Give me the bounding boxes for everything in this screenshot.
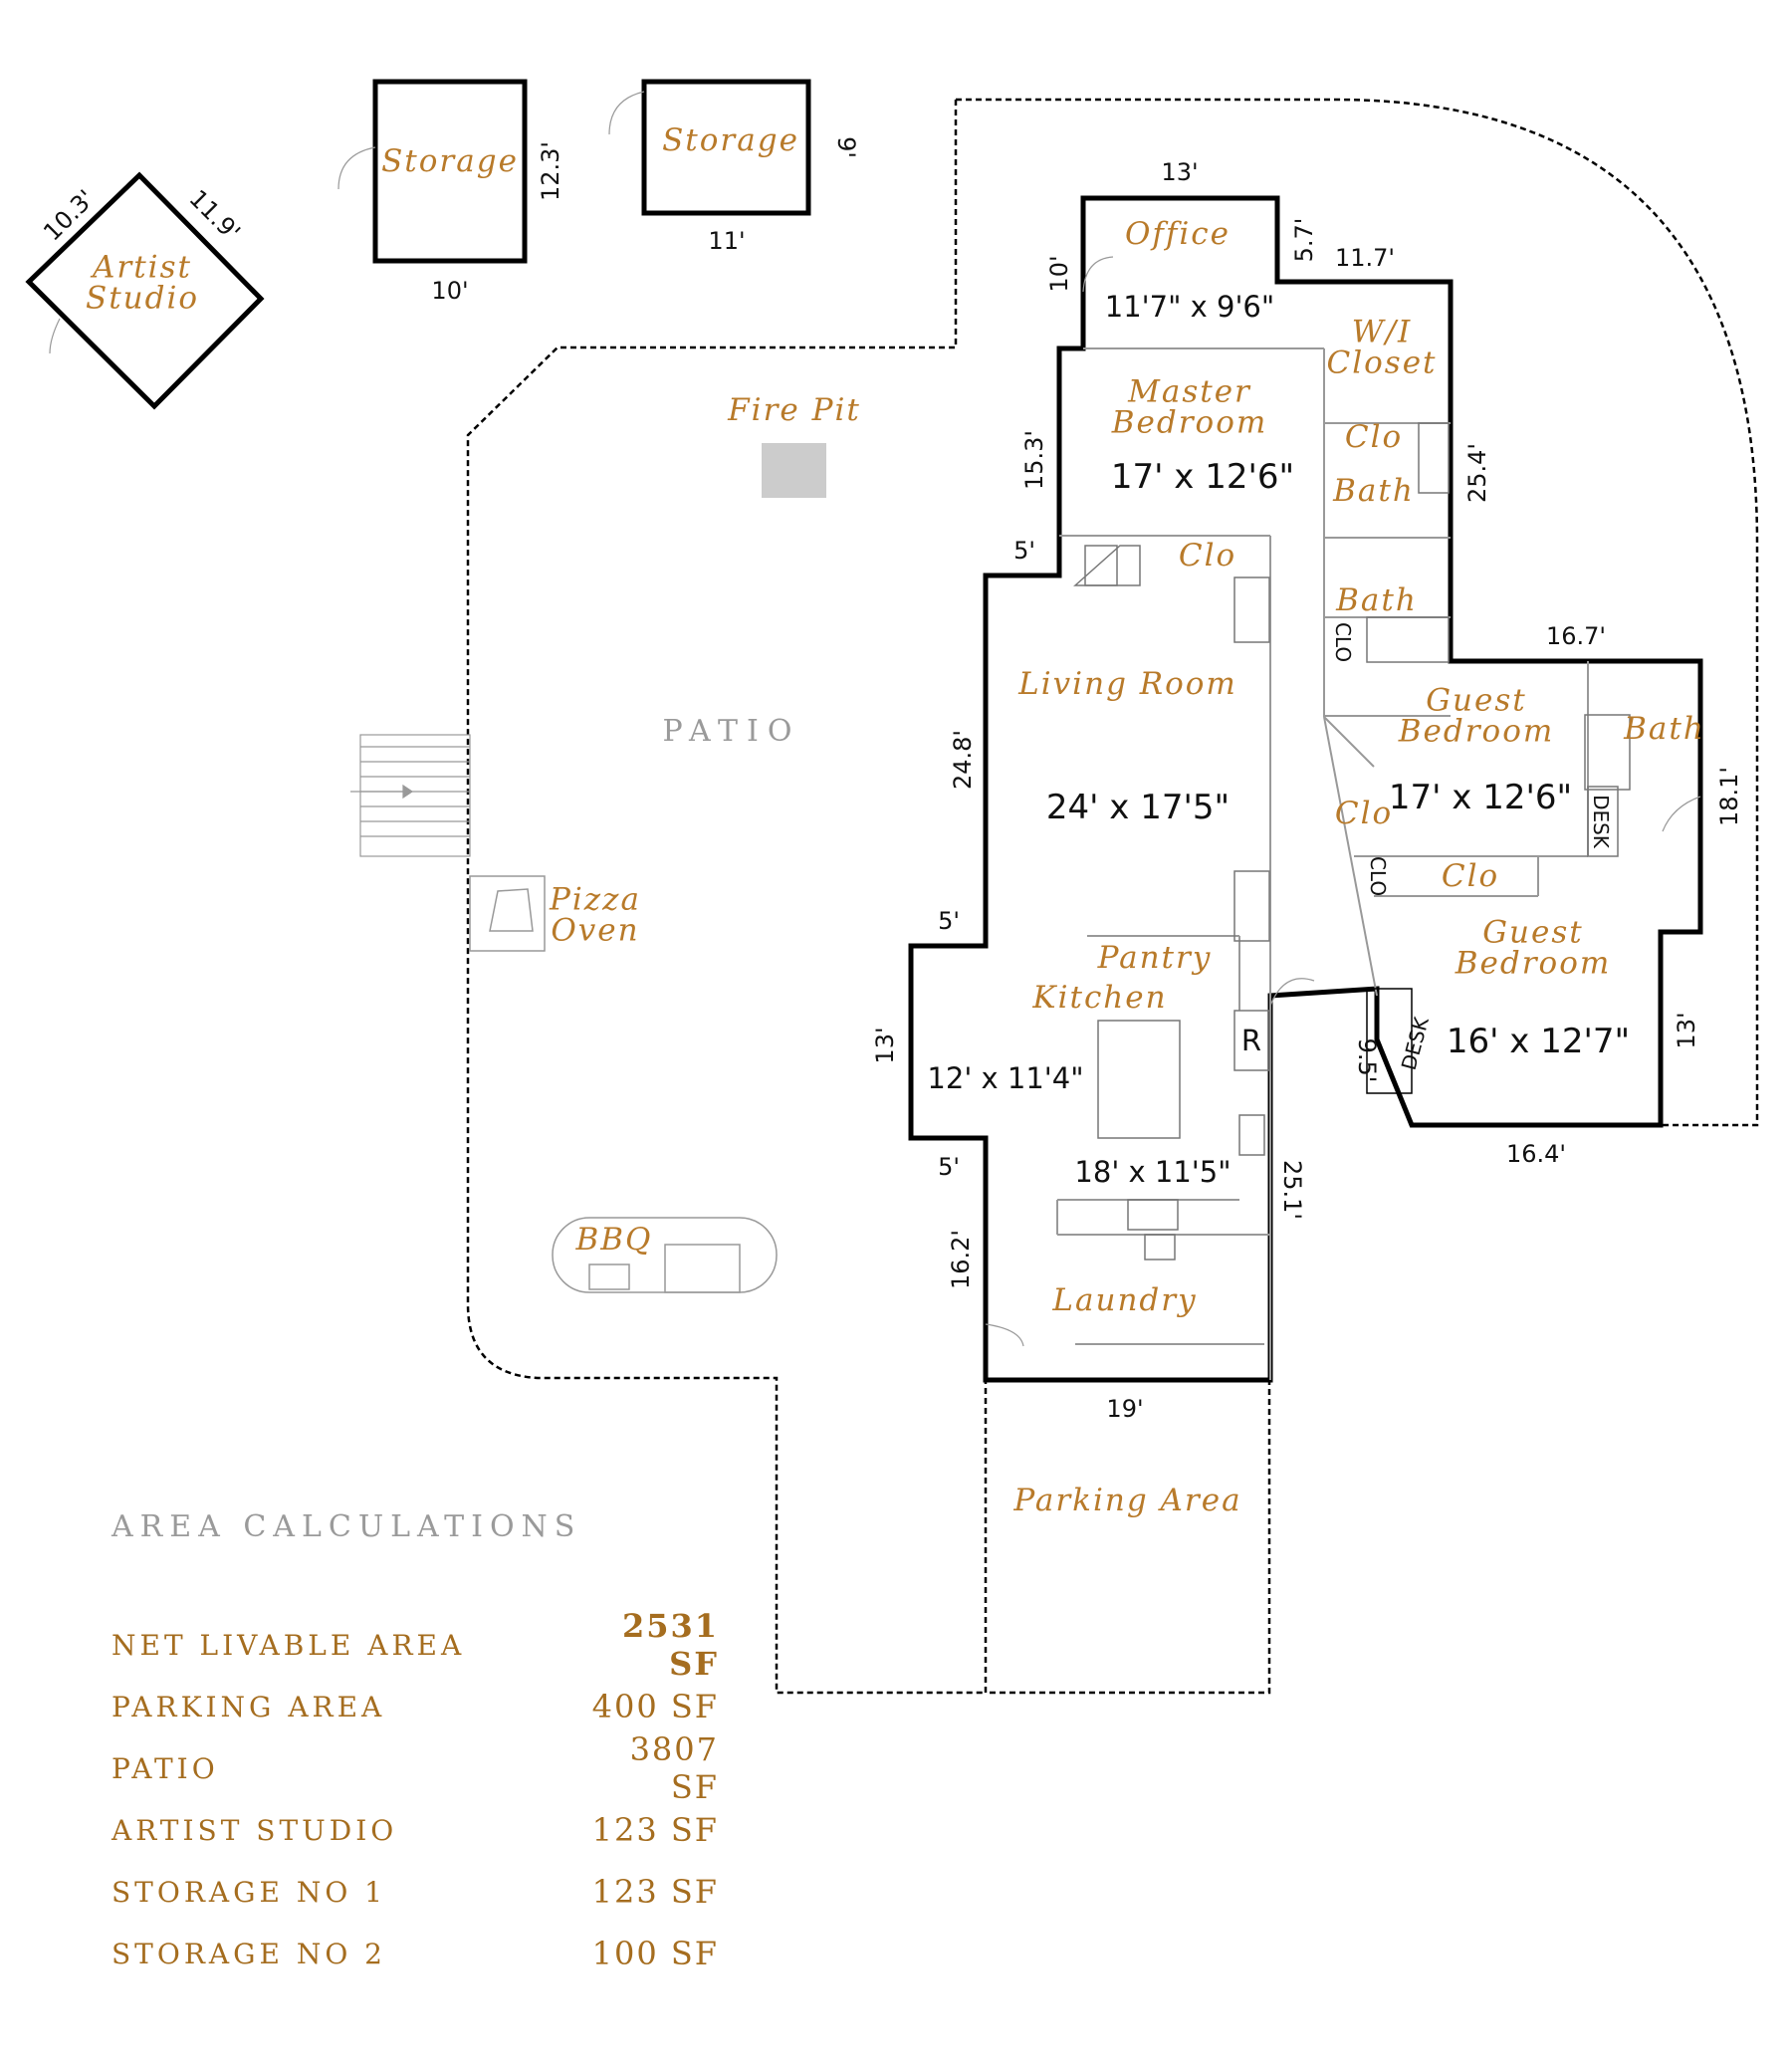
- area-value: 123 SF: [591, 1811, 719, 1849]
- dim-desk-wall: 9.5': [1353, 1038, 1381, 1083]
- clo-1-label: Clo: [1345, 419, 1403, 455]
- area-label: NET LIVABLE AREA: [112, 1628, 466, 1662]
- dim-kitchen-left: 13': [871, 1027, 899, 1063]
- bbq-counter: [552, 1217, 778, 1293]
- area-row-storage-2: STORAGE NO 2 100 SF: [112, 1923, 788, 1984]
- house-outline: [908, 195, 1703, 1383]
- living-room-label: Living Room: [1017, 666, 1237, 702]
- dim-office-top: 13': [1161, 158, 1198, 186]
- dim-closet-top: 11.7': [1335, 244, 1395, 272]
- area-label: STORAGE NO 2: [112, 1937, 386, 1970]
- storage-2-outline: [641, 79, 811, 216]
- dim-guest2-right: 13': [1673, 1012, 1700, 1048]
- area-label: PATIO: [112, 1751, 219, 1785]
- master-size: 17' x 12'6": [1111, 457, 1294, 497]
- interior-walls: [1056, 347, 1589, 1380]
- dim-bath-right: 25.4': [1463, 443, 1491, 503]
- dim-guest2-bottom: 16.4': [1506, 1140, 1566, 1168]
- area-value: 100 SF: [591, 1935, 719, 1972]
- clo-5-label: CLO: [1366, 856, 1390, 896]
- laundry-label: Laundry: [1051, 1282, 1197, 1318]
- fire-pit-square: [762, 443, 826, 498]
- fridge-label: R: [1241, 1024, 1261, 1057]
- dim-kitchen-right: 25.1': [1278, 1160, 1306, 1220]
- parking-outline: [984, 1378, 1271, 1695]
- dim-kitchen-step-2: 5': [938, 1153, 960, 1181]
- dim-laundry-left: 16.2': [947, 1230, 975, 1289]
- artist-studio-outline: [25, 171, 265, 410]
- patio-stairs: [350, 734, 471, 857]
- dim-laundry-bottom: 19': [1106, 1395, 1143, 1423]
- area-value: 3807 SF: [629, 1730, 719, 1806]
- area-value: 400 SF: [591, 1688, 719, 1725]
- living-size: 24' x 17'5": [1046, 788, 1230, 827]
- dim-office-left: 10': [1045, 255, 1073, 292]
- guest-2-size: 16' x 12'7": [1447, 1022, 1630, 1061]
- office-label: Office: [1125, 216, 1231, 252]
- clo-6-label: Clo: [1442, 858, 1499, 894]
- dim-guest-top: 16.7': [1546, 622, 1606, 650]
- office-size: 11'7" x 9'6": [1105, 290, 1274, 324]
- pizza-oven-shape: [469, 875, 546, 952]
- area-calculations-heading: AREA CALCULATIONS: [112, 1509, 582, 1544]
- dim-storage1-h: 12.3': [537, 141, 564, 201]
- fire-pit-label: Fire Pit: [727, 392, 861, 428]
- clo-3-label: CLO: [1331, 622, 1355, 662]
- kitchen-size-2: 18' x 11'5": [1074, 1155, 1231, 1189]
- pantry-label: Pantry: [1097, 940, 1213, 976]
- guest-1-size: 17' x 12'6": [1389, 778, 1572, 817]
- dim-storage2-h: 9': [832, 136, 860, 158]
- dim-living-left: 24.8': [949, 730, 977, 790]
- area-row-parking: PARKING AREA 400 SF: [112, 1676, 788, 1737]
- storage-1-label: Storage: [381, 143, 519, 179]
- clo-4-label: Clo: [1335, 796, 1393, 831]
- bath-2-label: Bath: [1335, 582, 1418, 618]
- area-label: ARTIST STUDIO: [112, 1813, 398, 1847]
- area-value: 2531 SF: [621, 1607, 719, 1683]
- patio-boundary: [466, 98, 1759, 1695]
- area-calculations: AREA CALCULATIONS NET LIVABLE AREA 2531 …: [112, 1509, 788, 1984]
- clo-2-label: Clo: [1179, 538, 1236, 574]
- storage-2-label: Storage: [662, 122, 799, 158]
- fixtures: [1073, 422, 1631, 1261]
- area-row-patio: PATIO 3807 SF: [112, 1730, 788, 1806]
- parking-area-label: Parking Area: [1012, 1483, 1241, 1518]
- area-row-artist-studio: ARTIST STUDIO 123 SF: [112, 1799, 788, 1861]
- desk-1-label: DESK: [1589, 795, 1613, 849]
- dim-storage2-w: 11': [708, 227, 745, 255]
- desk-2-label: DESK: [1397, 1014, 1434, 1072]
- door-swings: [49, 91, 1701, 1347]
- dim-guest-right: 18.1': [1715, 767, 1743, 826]
- area-value: 123 SF: [591, 1873, 719, 1911]
- patio-label: PATIO: [663, 714, 801, 749]
- dim-office-step: 5.7': [1290, 218, 1318, 263]
- area-label: PARKING AREA: [112, 1690, 386, 1723]
- storage-1-outline: [372, 79, 528, 264]
- dim-living-step: 5': [1013, 537, 1035, 565]
- dim-studio-a: 10.3': [38, 184, 100, 246]
- area-row-storage-1: STORAGE NO 1 123 SF: [112, 1861, 788, 1923]
- kitchen-size-1: 12' x 11'4": [927, 1061, 1083, 1095]
- area-row-net-livable: NET LIVABLE AREA 2531 SF: [112, 1607, 788, 1683]
- bath-3-label: Bath: [1623, 711, 1705, 747]
- kitchen-label: Kitchen: [1031, 980, 1167, 1016]
- dim-storage1-w: 10': [431, 277, 468, 305]
- area-label: STORAGE NO 1: [112, 1875, 386, 1909]
- dim-kitchen-step-1: 5': [938, 907, 960, 935]
- bbq-label: BBQ: [575, 1222, 653, 1258]
- dim-master-left: 15.3': [1020, 430, 1048, 490]
- bath-1-label: Bath: [1332, 473, 1415, 509]
- dim-studio-b: 11.9': [184, 184, 246, 246]
